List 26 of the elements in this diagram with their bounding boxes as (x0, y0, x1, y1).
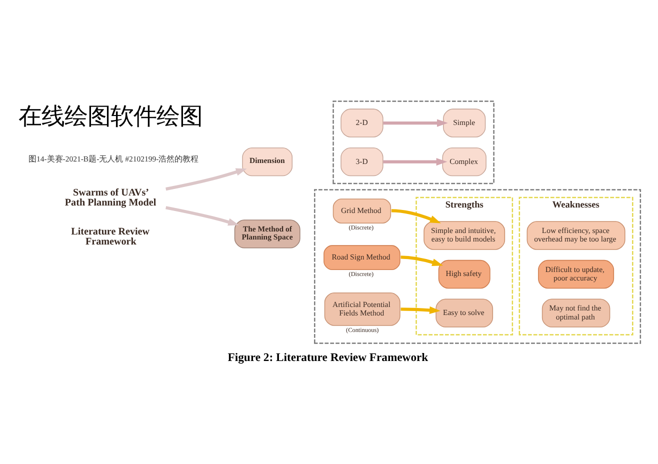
label: 图14-美赛-2021-B题-无人机 #2102199-浩然的教程 (28, 154, 199, 164)
node-box: Simple and intuitive, easy to build models (424, 221, 506, 250)
label: Literature Review Framework (71, 226, 150, 248)
node-box: Easy to solve (436, 298, 494, 328)
arrow (391, 209, 441, 224)
node-box: May not find the optimal path (542, 298, 610, 328)
arrow (383, 119, 448, 127)
node-box: High safety (438, 260, 490, 289)
node-box: Complex (442, 147, 486, 176)
node-box: The Method of Planning Space (234, 220, 300, 248)
cluster (332, 100, 494, 184)
node-box: Low efficiency, space overhead may be too large (526, 221, 626, 250)
diagram-title: 在线绘图软件绘图 (18, 104, 202, 130)
arrow (166, 206, 240, 226)
arrow (383, 158, 448, 166)
arrow (400, 306, 440, 314)
node-box: Difficult to update, poor accuracy (538, 260, 614, 289)
arrow (400, 256, 444, 266)
node-box: 2-D (340, 108, 384, 138)
node-text: Swarms of UAVs’ Path Planning Model (64, 187, 156, 209)
arrow (166, 168, 247, 191)
node-box: 3-D (340, 147, 384, 176)
node-box: Simple (443, 108, 486, 138)
node-box: Dimension (242, 147, 293, 176)
caption: Figure 2: Literature Review Framework (228, 351, 428, 364)
cluster (314, 189, 642, 344)
